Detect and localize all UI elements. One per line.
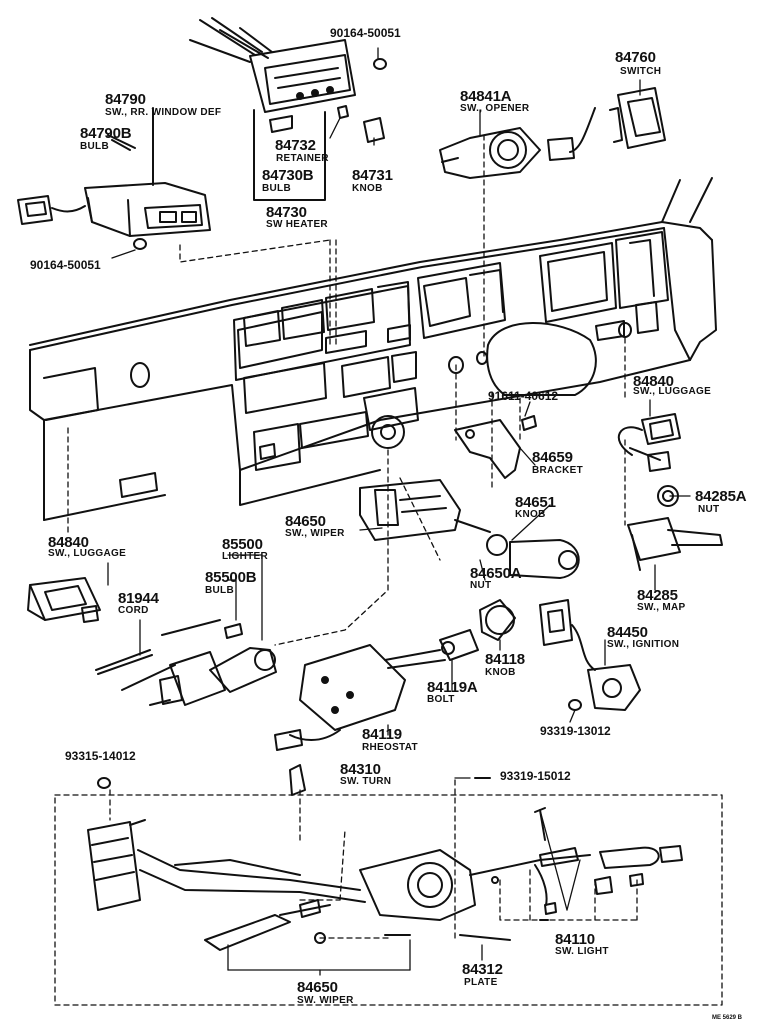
label-84790-number: 84790 <box>105 91 146 108</box>
illustration-code: ME 5629 B <box>712 1015 743 1021</box>
wiper-switch-top-drawing <box>359 479 580 579</box>
rear-defogger-switch-drawing <box>17 107 211 250</box>
label-84310-name: SW. TURN <box>340 776 392 787</box>
label-84651-number: 84651 <box>515 494 556 511</box>
leader-lines <box>54 134 723 1006</box>
label-81944-name: CORD <box>118 605 149 616</box>
luggage-switch-left-drawing <box>27 577 101 623</box>
label-84840-left-number: 84840 <box>48 534 89 551</box>
label-84110-number: 84110 <box>555 931 595 948</box>
label-84731-number: 84731 <box>352 167 393 184</box>
label-84450-name: SW., IGNITION <box>607 639 680 650</box>
label-84312-number: 84312 <box>462 961 503 978</box>
label-85500b-number: 85500B <box>205 569 257 586</box>
label-84730-name: SW HEATER <box>266 219 328 230</box>
label-84790b-name: BULB <box>80 141 109 152</box>
label-84732-number: 84732 <box>275 137 316 154</box>
label-84790-name: SW., RR. WINDOW DEF <box>105 107 222 118</box>
ignition-switch-drawing <box>539 599 641 711</box>
label-84841a-name: SW., OPENER <box>460 103 530 114</box>
label-84760-number: 84760 <box>615 49 656 66</box>
label-84731-name: KNOB <box>352 183 383 194</box>
cigarette-lighter-drawing <box>95 619 277 706</box>
label-91611-40612: 91611-40612 <box>488 389 559 403</box>
label-85500-name: LIGHTER <box>222 551 268 562</box>
label-84310-number: 84310 <box>340 761 381 778</box>
label-84659-number: 84659 <box>532 449 573 466</box>
label-84659-name: BRACKET <box>532 465 583 476</box>
label-84732-name: RETAINER <box>276 153 329 164</box>
label-84119a-number: 84119A <box>427 679 478 696</box>
luggage-switch-right-drawing <box>618 413 681 472</box>
label-93315-14012: 93315-14012 <box>65 749 136 763</box>
label-84285-name: SW., MAP <box>637 602 686 613</box>
label-84119a-name: BOLT <box>427 694 455 705</box>
label-84840-right-name: SW., LUGGAGE <box>633 386 712 397</box>
label-84119-number: 84119 <box>362 726 402 743</box>
label-84118-name: KNOB <box>485 667 516 678</box>
combination-switch-drawing <box>87 764 683 951</box>
label-85500-number: 85500 <box>222 536 263 553</box>
label-84119-name: RHEOSTAT <box>362 742 418 753</box>
label-84730b-number: 84730B <box>262 167 314 184</box>
label-84790b-number: 84790B <box>80 125 132 142</box>
label-84650-top-number: 84650 <box>285 513 326 530</box>
label-90164-50051-left: 90164-50051 <box>30 258 101 272</box>
label-84840-right-number: 84840 <box>633 373 674 390</box>
opener-switch-drawing <box>439 127 541 179</box>
rheostat-drawing <box>274 644 446 751</box>
label-84651-name: KNOB <box>515 509 546 520</box>
heater-switch-drawing <box>189 17 387 201</box>
switch-84760-drawing <box>547 87 666 161</box>
bracket-84659-drawing <box>454 415 537 479</box>
knob-bolt-drawing <box>439 599 516 661</box>
label-84730b-name: BULB <box>262 183 291 194</box>
label-84650a-name: NUT <box>470 580 492 591</box>
label-84760-name: SWITCH <box>620 66 662 77</box>
label-84650-bottom-name: SW. WIPER <box>297 995 354 1006</box>
label-84118-number: 84118 <box>485 651 525 668</box>
label-84285-number: 84285 <box>637 587 678 604</box>
label-84110-name: SW. LIGHT <box>555 946 609 957</box>
label-90164-50051-top: 90164-50051 <box>330 26 401 40</box>
label-85500b-name: BULB <box>205 585 234 596</box>
label-84450-number: 84450 <box>607 624 648 641</box>
label-93319-15012: 93319-15012 <box>500 769 571 783</box>
label-84650a-number: 84650A <box>470 565 522 582</box>
label-84650-bottom-number: 84650 <box>297 979 338 996</box>
label-84285a-name: NUT <box>698 504 720 515</box>
label-84312-name: PLATE <box>464 977 498 988</box>
label-93319-13012: 93319-13012 <box>540 724 611 738</box>
pointer-lines <box>107 47 691 976</box>
instrument-panel-drawing <box>29 177 717 521</box>
label-84285a-number: 84285A <box>695 488 747 505</box>
label-84730-number: 84730 <box>266 204 307 221</box>
label-84841a-number: 84841A <box>460 88 512 105</box>
label-84650-top-name: SW., WIPER <box>285 528 345 539</box>
label-84840-left-name: SW., LUGGAGE <box>48 548 127 559</box>
label-81944-number: 81944 <box>118 590 159 607</box>
